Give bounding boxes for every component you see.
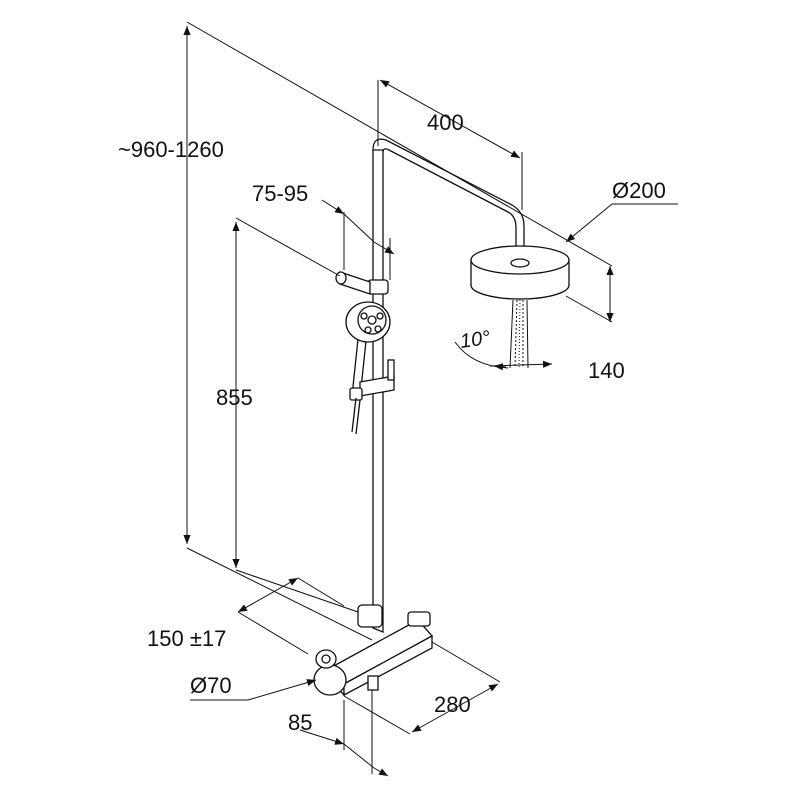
hand-shower-bracket: [349, 359, 395, 401]
rail-wall-bracket: [357, 604, 383, 628]
hose: [351, 397, 361, 435]
label-rail-height: 855: [216, 385, 253, 410]
label-wall-offset: 150 ±17: [147, 626, 226, 651]
dimension-lines: [183, 21, 678, 777]
shower-unit: [313, 138, 570, 697]
thermostat-mixer: [313, 611, 434, 697]
label-spray-angle: 10°: [459, 327, 492, 353]
label-knob-diameter: Ø70: [190, 673, 232, 698]
label-head-height: 140: [588, 358, 625, 383]
label-total-height: ~960-1260: [118, 137, 224, 162]
label-head-diameter: Ø200: [612, 178, 666, 203]
hand-shower-holder: [335, 271, 389, 295]
shower-head: [470, 245, 570, 300]
spray-beam: [509, 299, 529, 369]
label-arm-length: 400: [427, 110, 464, 135]
label-holder-range: 75-95: [252, 181, 308, 206]
label-mixer-width: 280: [434, 692, 471, 717]
label-mixer-depth: 85: [288, 710, 312, 735]
shower-arm: [372, 138, 525, 250]
dimension-labels: ~960-1260 400 Ø200 140 10° 75-95 855 150…: [118, 110, 666, 735]
